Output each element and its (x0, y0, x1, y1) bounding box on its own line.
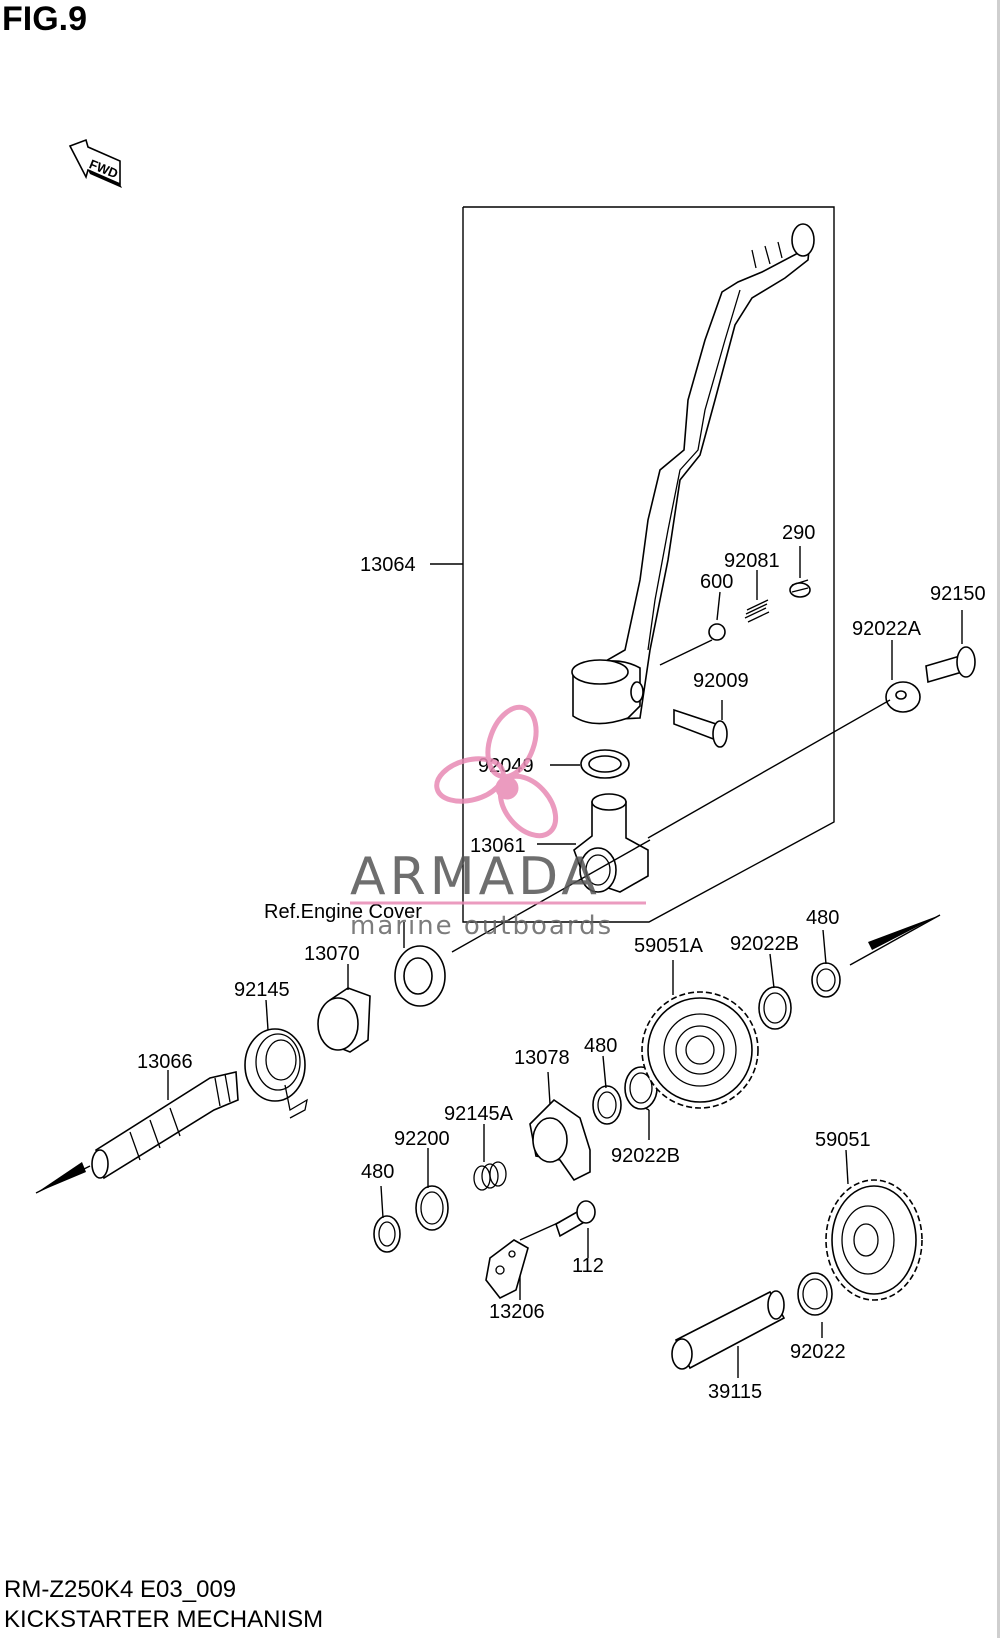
kick-spring-92145 (244, 1028, 308, 1119)
label-92022: 92022 (790, 1341, 846, 1363)
circlip-480-mid (592, 1085, 622, 1125)
label-13064: 13064 (360, 554, 416, 576)
label-92022B-top: 92022B (730, 933, 799, 955)
kick-shaft-boss-13061 (573, 793, 649, 893)
label-92200: 92200 (394, 1128, 450, 1150)
guide-13206 (485, 1239, 529, 1300)
watermark-tagline: marine outboards (350, 911, 613, 941)
label-92150: 92150 (930, 583, 986, 605)
label-600: 600 (700, 571, 733, 593)
label-92022A: 92022A (852, 618, 922, 640)
pin-290 (789, 579, 811, 598)
label-92145: 92145 (234, 979, 290, 1001)
label-13070: 13070 (304, 943, 360, 965)
washer-92200 (415, 1185, 449, 1231)
label-59051A: 59051A (634, 935, 704, 957)
part-number-labels: 13064 290 92081 600 92150 92022A 92009 9… (137, 522, 986, 1403)
forward-arrow-icon: FWD (68, 138, 122, 188)
label-92145A: 92145A (444, 1103, 514, 1125)
spring-92081 (744, 599, 770, 623)
propeller-logo-icon (434, 704, 559, 839)
model-code: RM-Z250K4 E03_009 (4, 1576, 237, 1603)
washer-92022A (885, 681, 921, 713)
label-92081: 92081 (724, 550, 780, 572)
label-92022B-mid: 92022B (611, 1145, 680, 1167)
label-39115: 39115 (708, 1381, 762, 1403)
collar-13070 (317, 987, 371, 1053)
kick-gear-13078 (529, 1098, 591, 1182)
leader-lines (167, 546, 963, 1378)
bolt-92150 (925, 646, 976, 684)
washer-92022B-top (758, 986, 792, 1030)
gear-59051 (825, 1179, 923, 1301)
label-13206: 13206 (489, 1301, 545, 1323)
bolt-92009 (673, 708, 728, 748)
assembly-axis-lines (35, 639, 941, 1241)
shaft-39115 (671, 1290, 786, 1370)
kick-lever (571, 223, 815, 725)
idle-gear-59051A (641, 991, 759, 1109)
label-480-top: 480 (806, 907, 839, 929)
kick-shaft-13066 (91, 1071, 239, 1180)
circlip-480-left (373, 1215, 401, 1253)
label-112: 112 (572, 1255, 604, 1277)
bolt-112 (555, 1200, 596, 1238)
page-right-edge (997, 0, 1000, 1638)
ball-600 (708, 623, 726, 641)
figure-title: FIG.9 (2, 0, 88, 38)
label-13061: 13061 (470, 835, 526, 857)
circlip-480-top (811, 962, 841, 998)
engine-cover-seal (394, 945, 446, 1007)
label-92009: 92009 (693, 670, 749, 692)
label-290: 290 (782, 522, 815, 544)
spring-92145A (473, 1161, 507, 1191)
label-59051: 59051 (815, 1129, 871, 1151)
ref-engine-cover-label: Ref.Engine Cover (264, 901, 422, 923)
section-name: KICKSTARTER MECHANISM (4, 1606, 324, 1633)
watermark-brand: ARMADA (350, 847, 601, 907)
label-13078: 13078 (514, 1047, 570, 1069)
label-480-left: 480 (361, 1161, 394, 1183)
label-13066: 13066 (137, 1051, 193, 1073)
washer-92022 (797, 1272, 833, 1316)
seal-92049 (580, 749, 630, 779)
label-480-mid: 480 (584, 1035, 617, 1057)
watermark: ARMADA marine outboards (350, 704, 646, 941)
